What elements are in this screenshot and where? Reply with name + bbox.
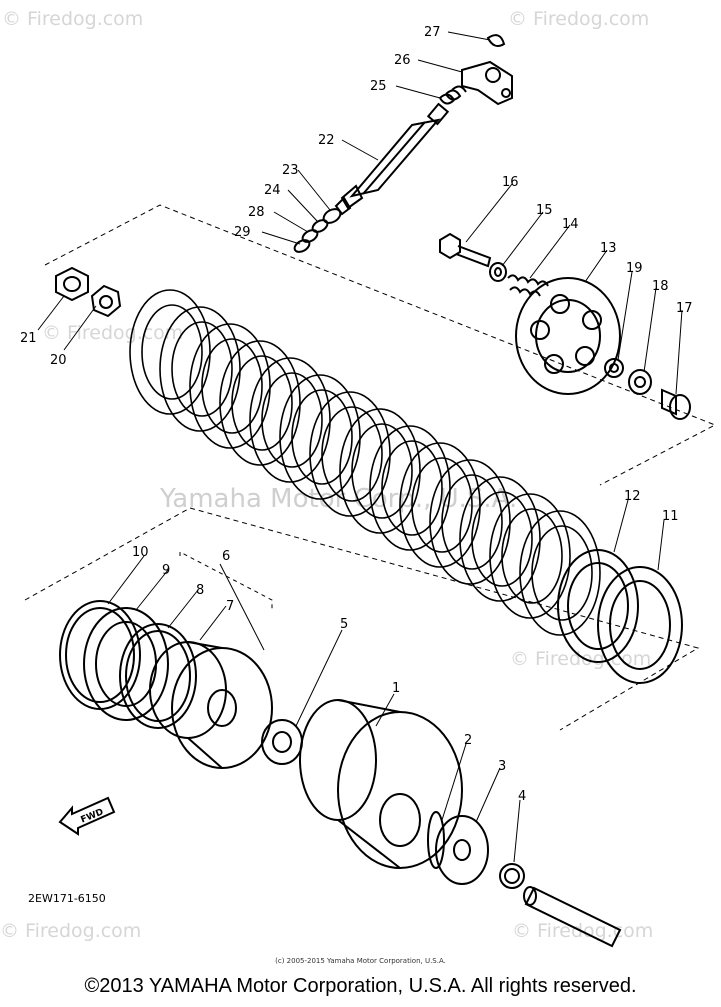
copyright-notice: ©2013 YAMAHA Motor Corporation, U.S.A. A… xyxy=(84,975,637,997)
part-label-10: 10 xyxy=(132,545,149,560)
stack-plate-7 xyxy=(309,391,391,517)
washer-24 xyxy=(311,219,329,233)
stack-plate-inner-5 xyxy=(261,372,323,468)
stack-plate-inner-8 xyxy=(351,423,413,519)
watermark-center: Yamaha Motor Corp., U.S.A. xyxy=(160,484,518,514)
part-label-18: 18 xyxy=(652,279,669,294)
stack-plate-inner-7 xyxy=(321,406,383,502)
stack-plate-11 xyxy=(429,459,511,585)
part-label-8: 8 xyxy=(196,583,204,598)
stack-plate-12 xyxy=(459,476,541,602)
part-label-16: 16 xyxy=(502,175,519,190)
main-shaft xyxy=(523,886,622,948)
part-label-20: 20 xyxy=(50,353,67,368)
friction-plate-11 xyxy=(597,566,683,684)
part-label-5: 5 xyxy=(340,617,348,632)
plate-stack xyxy=(129,289,601,636)
stack-plate-2 xyxy=(159,306,241,432)
part-label-14: 14 xyxy=(562,217,579,232)
diagram-code: 2EW171-6150 xyxy=(28,892,106,905)
group-frame-6 xyxy=(179,551,273,610)
part-label-26: 26 xyxy=(394,53,411,68)
part-label-29: 29 xyxy=(234,225,251,240)
stack-plate-5 xyxy=(249,357,331,483)
stack-plate-inner-2 xyxy=(171,321,233,417)
watermark-bottom-left: © Firedog.com xyxy=(0,920,142,942)
stack-plate-inner-6 xyxy=(291,389,353,485)
stack-plate-8 xyxy=(339,408,421,534)
push-rod-22 xyxy=(334,102,450,216)
stack-plate-inner-12 xyxy=(471,491,533,587)
stack-plate-1 xyxy=(129,289,211,415)
part-label-24: 24 xyxy=(264,183,281,198)
part-label-12: 12 xyxy=(624,489,641,504)
stack-plate-inner-11 xyxy=(441,474,503,570)
pressure-plate-13 xyxy=(515,277,621,395)
small-copyright: (c) 2005-2015 Yamaha Motor Corporation, … xyxy=(275,957,446,965)
part-label-27: 27 xyxy=(424,25,441,40)
stack-plate-10 xyxy=(399,442,481,568)
part-label-7: 7 xyxy=(226,599,234,614)
part-label-22: 22 xyxy=(318,133,335,148)
washer-15 xyxy=(489,262,507,282)
part-labels: 27 26 25 22 23 24 28 29 16 15 14 13 19 1… xyxy=(20,25,693,825)
stack-plate-inner-13 xyxy=(501,508,563,604)
part-label-19: 19 xyxy=(626,261,643,276)
fwd-label: FWD xyxy=(79,807,105,825)
stack-plate-inner-10 xyxy=(411,457,473,553)
stack-plate-13 xyxy=(489,493,571,619)
fwd-arrow-icon xyxy=(58,796,116,836)
clutch-boss-1 xyxy=(299,699,463,869)
stack-plate-9 xyxy=(369,425,451,551)
part-label-4: 4 xyxy=(518,789,526,804)
part-label-17: 17 xyxy=(676,301,693,316)
watermark-left: © Firedog.com xyxy=(42,322,184,344)
group-frame-lower xyxy=(24,507,700,731)
part-label-2: 2 xyxy=(464,733,472,748)
stack-plate-inner-14 xyxy=(531,525,593,621)
push-lever-26 xyxy=(461,60,513,106)
bearing-18 xyxy=(628,369,652,395)
part-label-11: 11 xyxy=(662,509,679,524)
part-label-23: 23 xyxy=(282,163,299,178)
push-rod-17 xyxy=(661,388,691,420)
spring-25 xyxy=(439,85,467,105)
part-label-1: 1 xyxy=(392,681,400,696)
part-label-13: 13 xyxy=(600,241,617,256)
part-label-25: 25 xyxy=(370,79,387,94)
circlip-4 xyxy=(499,863,525,889)
washer-28 xyxy=(301,229,319,243)
thrust-washer-5 xyxy=(261,719,303,765)
stack-plate-inner-9 xyxy=(381,440,443,536)
clip-29 xyxy=(293,239,311,253)
watermark-top-left: © Firedog.com xyxy=(2,8,144,30)
stack-plate-inner-3 xyxy=(201,338,263,434)
part-label-9: 9 xyxy=(162,563,170,578)
stack-plate-14 xyxy=(519,510,601,636)
primary-driven-gear-7 xyxy=(149,641,273,769)
stack-plate-6 xyxy=(279,374,361,500)
part-label-15: 15 xyxy=(536,203,553,218)
part-label-3: 3 xyxy=(498,759,506,774)
stack-plate-inner-4 xyxy=(231,355,293,451)
push-lever-27 xyxy=(486,34,506,47)
nut-21 xyxy=(55,266,89,302)
stack-plate-inner-1 xyxy=(141,304,203,400)
clutch-plate-12 xyxy=(557,549,639,663)
circlip-2 xyxy=(427,811,445,869)
leader-lines xyxy=(37,31,683,863)
washer-19 xyxy=(604,358,624,378)
stack-plate-3 xyxy=(189,323,271,449)
stack-plate-4 xyxy=(219,340,301,466)
part-label-28: 28 xyxy=(248,205,265,220)
group-frame-upper xyxy=(44,204,717,486)
gear-3 xyxy=(435,815,489,885)
lock-washer-20 xyxy=(90,284,122,318)
bolt-16 xyxy=(439,232,492,268)
part-label-21: 21 xyxy=(20,331,37,346)
part-label-6: 6 xyxy=(222,549,230,564)
watermark-top-right: © Firedog.com xyxy=(508,8,650,30)
